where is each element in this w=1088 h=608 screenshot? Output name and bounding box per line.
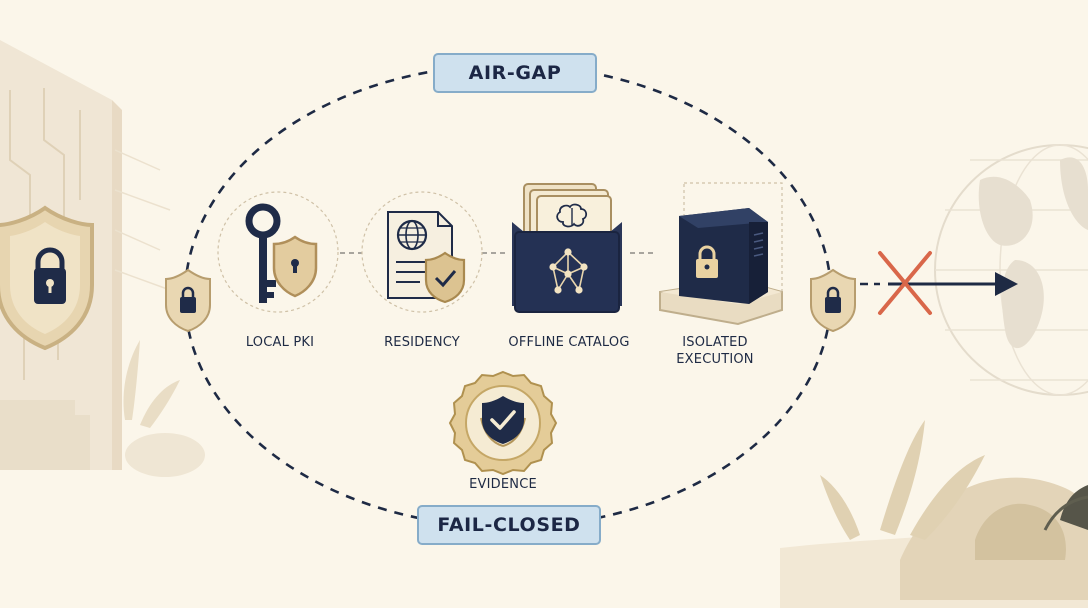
fail-closed-label: FAIL-CLOSED: [417, 505, 601, 545]
locked-server-icon: [659, 182, 783, 326]
component-label-local-pki: LOCAL PKI: [245, 335, 315, 350]
component-label-isolated-execution: ISOLATED EXECUTION: [676, 335, 754, 367]
left-plants: [123, 340, 205, 477]
brain-model-box-icon: [512, 183, 622, 313]
gate-lock-shield-icon-left: [165, 268, 211, 333]
background-globe: [934, 144, 1088, 396]
gate-lock-shield-icon-right: [810, 268, 856, 333]
air-gap-label: AIR-GAP: [433, 53, 597, 93]
component-label-offline-catalog: OFFLINE CATALOG: [508, 335, 630, 350]
component-label-residency: RESIDENCY: [384, 335, 460, 350]
evidence-label: EVIDENCE: [469, 477, 537, 492]
right-landscape: [780, 420, 1088, 608]
globe-document-icon: [361, 191, 483, 313]
left-lock-shield-icon: [0, 205, 94, 351]
blocked-outbound-arrow: [860, 272, 1018, 296]
key-shield-icon: [217, 191, 339, 313]
check-seal-icon: [448, 370, 558, 476]
blocked-x-icon: [878, 251, 932, 315]
